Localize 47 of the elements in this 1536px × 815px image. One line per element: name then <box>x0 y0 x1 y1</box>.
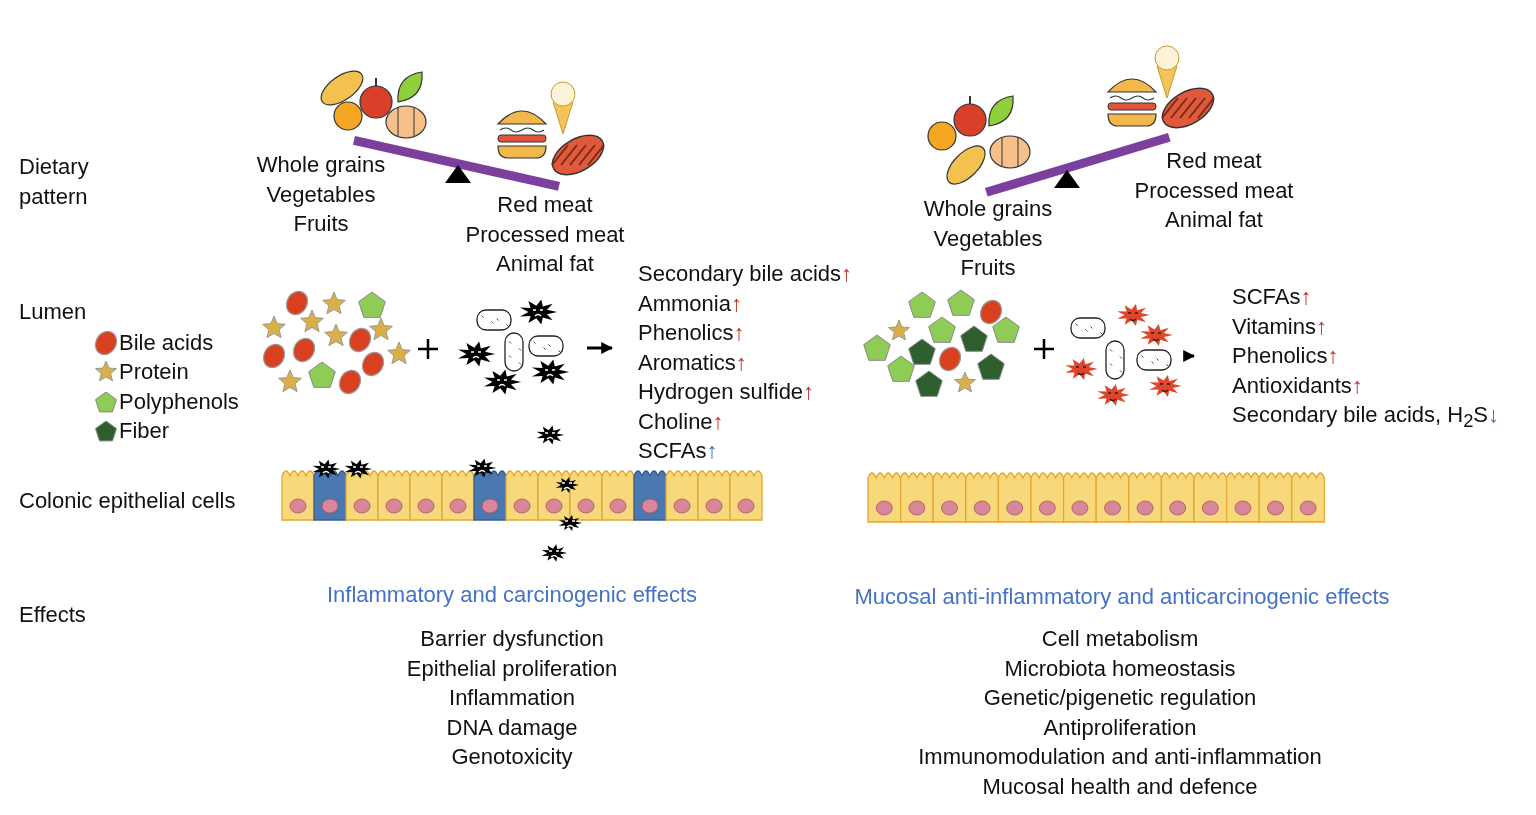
effect-item: Mucosal health and defence <box>982 772 1258 801</box>
effect-item: Inflammation <box>449 684 575 712</box>
food-label: Whole grains <box>256 151 386 179</box>
effect-item: Genotoxicity <box>451 743 573 771</box>
food-label: Processed meat <box>1134 176 1294 205</box>
metabolite-item: Aromatics↑ <box>638 348 748 377</box>
metabolite-item: SCFAs↑ <box>638 437 719 465</box>
effects-heading: Mucosal anti-inflammatory and anticarcinogenic effects <box>854 583 1390 611</box>
effect-item: Microbiota homeostasis <box>1004 654 1236 683</box>
metabolite-item: Phenolics↑ <box>1232 342 1340 370</box>
metabolite-item: Choline↑ <box>638 407 725 436</box>
metabolite-item: Secondary bile acids↑ <box>638 260 853 288</box>
legend-label: Polyphenols <box>119 388 239 415</box>
metabolite-item: Secondary bile acids, H$_{2}$S↓ <box>1232 401 1500 434</box>
food-label: Red meat <box>497 191 593 219</box>
food-label: Vegetables <box>266 180 376 209</box>
arrow <box>1183 350 1196 362</box>
legend-label: Protein <box>119 359 189 386</box>
legend-label: Fiber <box>119 418 170 445</box>
arrow <box>587 342 614 354</box>
food-label: Animal fat <box>496 250 594 278</box>
effect-item: DNA damage <box>446 713 578 742</box>
effect-item: Immunomodulation and anti-inflammation <box>918 743 1322 771</box>
metabolite-item: Phenolics↑ <box>638 319 746 347</box>
food-label: Animal fat <box>1165 206 1263 234</box>
effect-item: Antiproliferation <box>1043 713 1197 742</box>
metabolite-item: Antioxidants↑ <box>1232 371 1364 400</box>
effects-heading: Inflammatory and carcinogenic effects <box>326 581 698 609</box>
effect-item: Epithelial proliferation <box>406 654 618 683</box>
effect-item: Genetic/pigenetic regulation <box>983 684 1257 712</box>
food-label: Fruits <box>960 254 1016 282</box>
legend-label: Bile acids <box>119 329 214 356</box>
metabolite-item: SCFAs↑ <box>1232 283 1313 311</box>
effect-item: Barrier dysfunction <box>420 625 604 653</box>
row-label: Colonic epithelial cells <box>19 487 236 515</box>
food-label: Red meat <box>1166 147 1262 175</box>
food-label: Whole grains <box>923 195 1053 223</box>
row-label: Effects <box>19 601 86 629</box>
row-label: Dietary pattern <box>19 153 90 211</box>
metabolite-item: Ammonia↑ <box>638 289 743 318</box>
effect-item: Cell metabolism <box>1041 625 1199 653</box>
row-label: Lumen <box>19 298 87 326</box>
food-label: Fruits <box>293 210 349 238</box>
metabolite-item: Vitamins↑ <box>1232 312 1328 341</box>
food-label: Vegetables <box>933 224 1043 253</box>
metabolite-item: Hydrogen sulfide↑ <box>638 378 816 406</box>
food-label: Processed meat <box>465 220 625 249</box>
